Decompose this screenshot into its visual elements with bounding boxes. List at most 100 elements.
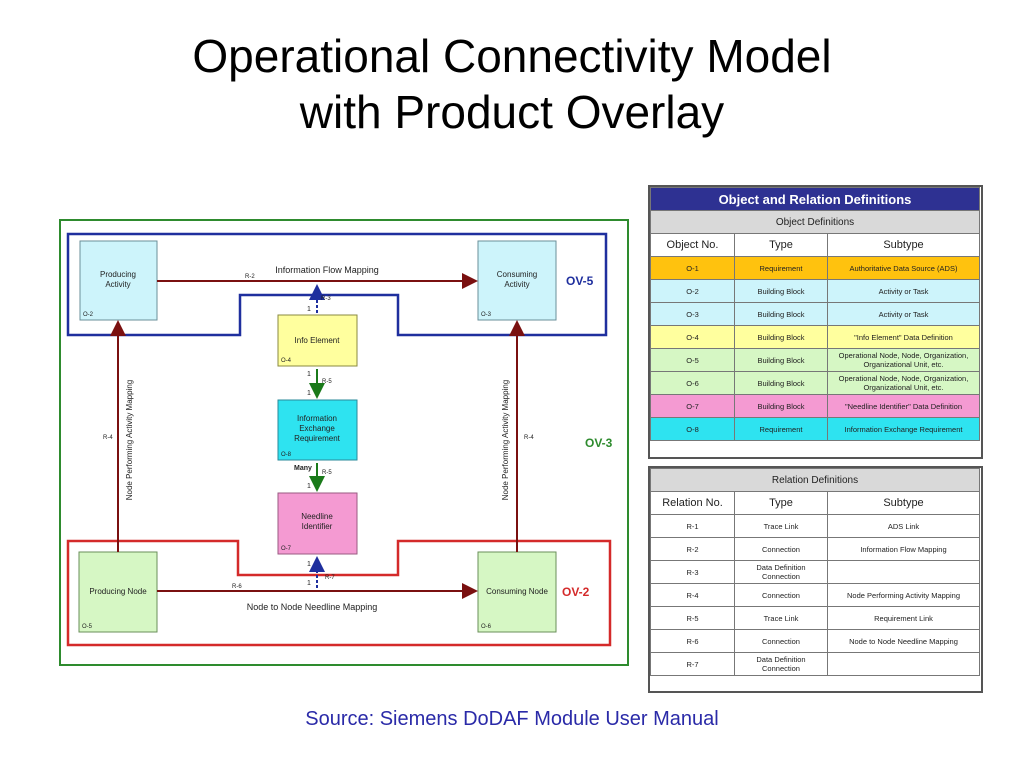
- ov5-label: OV-5: [566, 274, 594, 288]
- r5a-tag: R-5: [322, 379, 332, 385]
- object-cell-no: O-8: [650, 417, 735, 441]
- object-cell-no: O-4: [650, 325, 735, 349]
- mult-1f: 1: [307, 580, 311, 587]
- col-header: Relation No.: [650, 491, 735, 515]
- table-title: Object and Relation Definitions: [650, 187, 980, 211]
- needline-identifier-node[interactable]: Needline Identifier O-7: [277, 492, 358, 555]
- relation-table-frame: [648, 466, 983, 693]
- info-exchange-requirement-node[interactable]: Information Exchange Requirement O-8: [277, 399, 358, 461]
- relation-cell-type: Data Definition Connection: [734, 560, 828, 584]
- mult-many: Many: [294, 465, 312, 472]
- node-to-node-label: Node to Node Needline Mapping: [247, 602, 378, 612]
- info-flow-label: Information Flow Mapping: [275, 265, 379, 275]
- object-cell-type: Building Block: [734, 325, 828, 349]
- r2-tag: R-2: [245, 274, 255, 280]
- node-perf-left-label: Node Performing Activity Mapping: [125, 380, 134, 501]
- object-cell-type: Building Block: [734, 348, 828, 372]
- object-cell-subtype: "Info Element" Data Definition: [827, 325, 980, 349]
- node-id: O-2: [83, 312, 94, 318]
- relation-cell-no: R-7: [650, 652, 735, 676]
- object-cell-subtype: Authoritative Data Source (ADS): [827, 256, 980, 280]
- r5b-tag: R-5: [322, 470, 332, 476]
- producing-activity-node[interactable]: Producing Activity O-2: [79, 240, 158, 321]
- mult-1e: 1: [307, 561, 311, 568]
- node-id: O-8: [281, 452, 292, 458]
- object-cell-type: Building Block: [734, 394, 828, 418]
- relation-cell-subtype: [827, 560, 980, 584]
- object-section-title: Object Definitions: [650, 210, 980, 234]
- object-cell-type: Building Block: [734, 371, 828, 395]
- object-cell-subtype: Information Exchange Requirement: [827, 417, 980, 441]
- r3-tag: R-3: [321, 296, 331, 302]
- node-label: Identifier: [302, 522, 333, 531]
- info-element-node[interactable]: Info Element O-4: [277, 314, 358, 367]
- node-label: Consuming: [497, 270, 537, 279]
- object-table-frame: [648, 185, 983, 459]
- node-id: O-4: [281, 358, 292, 364]
- relation-definitions-table: Relation Definitions Relation No. Type S…: [650, 468, 980, 676]
- r6-tag: R-6: [232, 584, 242, 590]
- relation-cell-type: Connection: [734, 583, 828, 607]
- mult-1b: 1: [307, 371, 311, 378]
- relation-cell-type: Trace Link: [734, 514, 828, 538]
- object-cell-no: O-6: [650, 371, 735, 395]
- slide-title: Operational Connectivity Model with Prod…: [0, 28, 1024, 140]
- node-id: O-3: [481, 312, 492, 318]
- relation-cell-type: Connection: [734, 629, 828, 653]
- r7-tag: R-7: [325, 575, 335, 581]
- node-label: Information: [297, 414, 337, 423]
- node-label: Exchange: [299, 424, 335, 433]
- object-cell-type: Building Block: [734, 302, 828, 326]
- node-label: Consuming Node: [486, 587, 548, 596]
- object-cell-subtype: "Needline Identifier" Data Definition: [827, 394, 980, 418]
- consuming-node[interactable]: Consuming Node O-6: [477, 551, 557, 633]
- mult-1a: 1: [307, 306, 311, 313]
- node-label: Producing Node: [89, 587, 147, 596]
- mult-1d: 1: [307, 483, 311, 490]
- relation-cell-type: Connection: [734, 537, 828, 561]
- col-header: Subtype: [827, 233, 980, 257]
- object-cell-type: Building Block: [734, 279, 828, 303]
- relation-cell-subtype: Node Performing Activity Mapping: [827, 583, 980, 607]
- consuming-activity-node[interactable]: Consuming Activity O-3: [477, 240, 557, 321]
- relation-cell-no: R-2: [650, 537, 735, 561]
- object-cell-no: O-1: [650, 256, 735, 280]
- relation-cell-no: R-3: [650, 560, 735, 584]
- r4-left-tag: R-4: [103, 435, 113, 441]
- col-header: Object No.: [650, 233, 735, 257]
- relation-section-title: Relation Definitions: [650, 468, 980, 492]
- object-cell-subtype: Operational Node, Node, Organization, Or…: [827, 348, 980, 372]
- object-cell-no: O-2: [650, 279, 735, 303]
- ov2-overlay-outline: [66, 539, 612, 647]
- object-cell-type: Requirement: [734, 256, 828, 280]
- node-perf-right-label: Node Performing Activity Mapping: [501, 380, 510, 501]
- node-id: O-6: [481, 624, 492, 630]
- object-cell-no: O-7: [650, 394, 735, 418]
- producing-node[interactable]: Producing Node O-5: [78, 551, 158, 633]
- object-cell-subtype: Operational Node, Node, Organization, Or…: [827, 371, 980, 395]
- node-id: O-7: [281, 546, 292, 552]
- ov2-label: OV-2: [562, 585, 590, 599]
- object-cell-type: Requirement: [734, 417, 828, 441]
- relation-cell-type: Data Definition Connection: [734, 652, 828, 676]
- object-cell-subtype: Activity or Task: [827, 302, 980, 326]
- relation-cell-type: Trace Link: [734, 606, 828, 630]
- ov3-label: OV-3: [585, 436, 613, 450]
- relation-cell-no: R-1: [650, 514, 735, 538]
- source-caption: Source: Siemens DoDAF Module User Manual: [305, 708, 719, 730]
- object-cell-no: O-3: [650, 302, 735, 326]
- mult-1c: 1: [307, 390, 311, 397]
